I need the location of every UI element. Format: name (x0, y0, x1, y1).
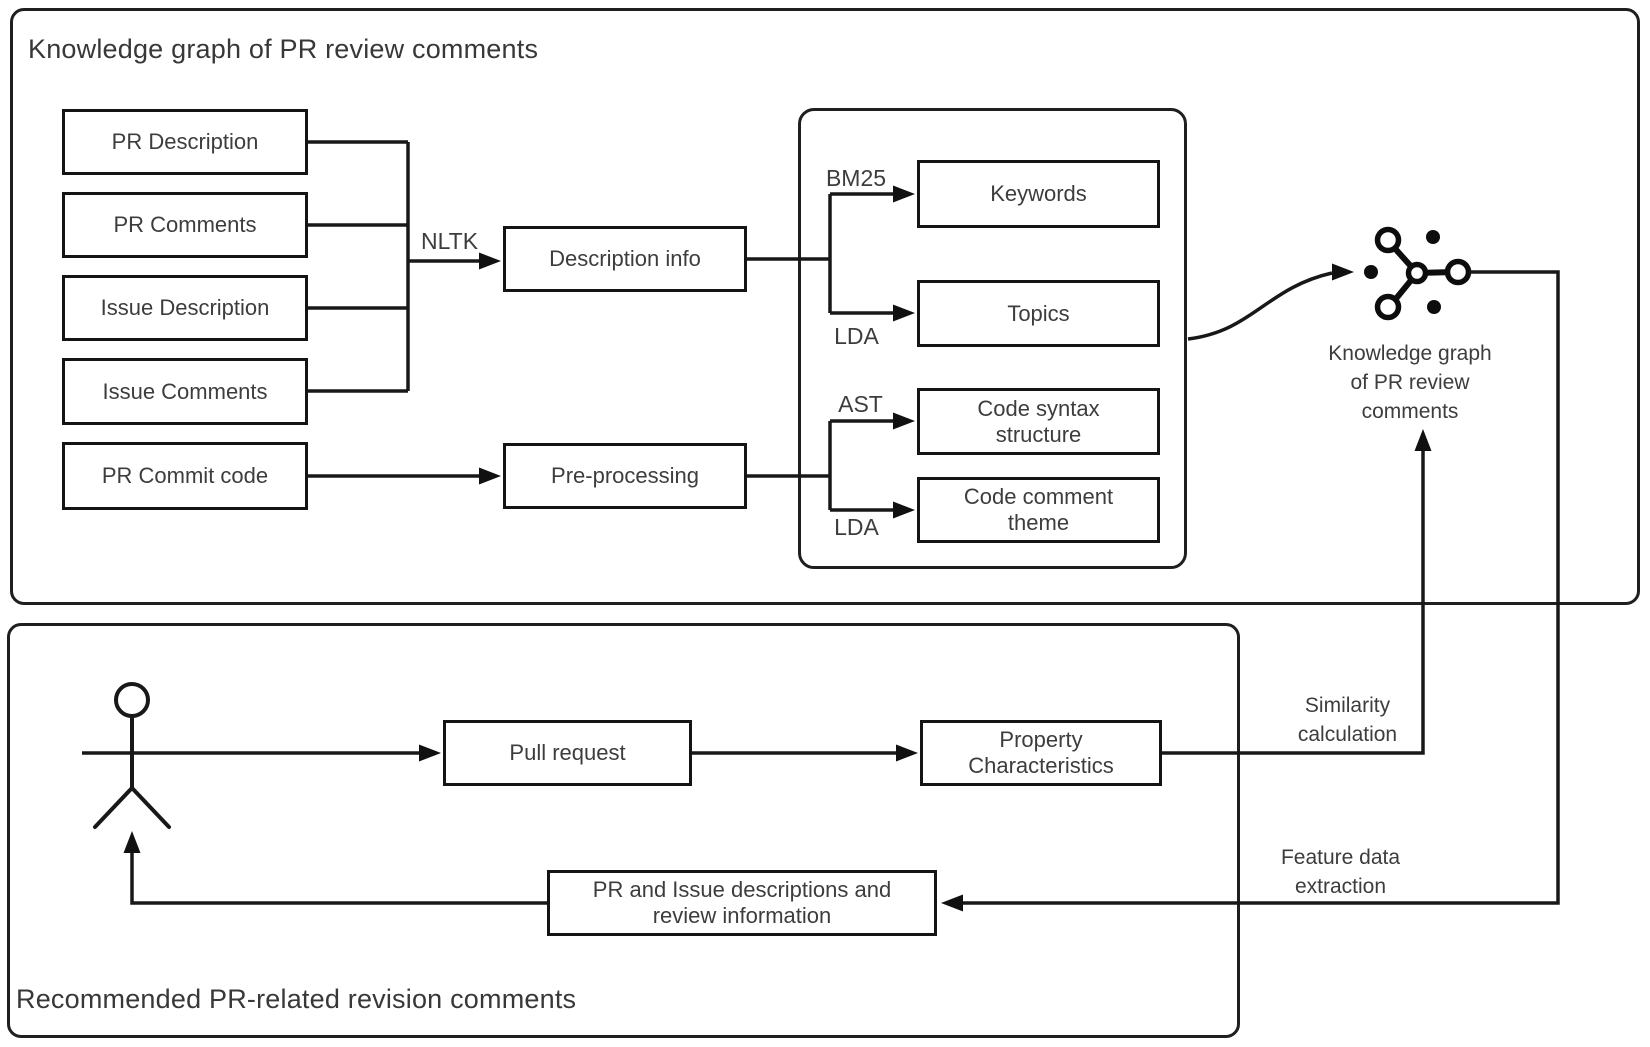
kg-node-bottom-left (1374, 293, 1402, 321)
box-property-line1: Property (999, 727, 1083, 753)
label-bm25: BM25 (825, 165, 887, 191)
box-description-info-label: Description info (549, 246, 701, 272)
feature-group-border (798, 108, 1187, 569)
box-property-line2: Characteristics (968, 753, 1114, 778)
kg-dot-top-right (1426, 230, 1440, 244)
box-keywords: Keywords (917, 160, 1160, 228)
label-lda-top: LDA (834, 323, 879, 349)
label-feature-line1: Feature data (1280, 846, 1401, 869)
box-keywords-label: Keywords (990, 181, 1087, 207)
top-panel-title: Knowledge graph of PR review comments (28, 34, 539, 64)
box-pre-processing-label: Pre-processing (551, 463, 699, 489)
stick-figure-icon (93, 682, 171, 829)
box-code-syntax-structure: Code syntax structure (917, 388, 1160, 455)
preprocessing-arrowhead (479, 467, 501, 485)
box-code-syntax-line1: Code syntax (977, 395, 1100, 421)
label-similarity-calculation: Similarity calculation (1260, 692, 1435, 750)
feature-extraction-line (963, 270, 1560, 905)
kg-curve-line (1187, 271, 1333, 341)
kg-caption-line3: comments (1361, 399, 1459, 423)
topics-arrowhead (893, 304, 915, 322)
box-code-comment-theme: Code comment theme (917, 477, 1160, 543)
box-pr-comments: PR Comments (62, 192, 308, 258)
box-pr-issue-line2: review information (652, 903, 832, 928)
box-pull-request: Pull request (443, 720, 692, 786)
kg-caption-line2: of PR review (1350, 370, 1470, 394)
box-pre-processing: Pre-processing (503, 443, 747, 509)
kg-caption: Knowledge graph of PR review comments (1285, 340, 1535, 427)
box-pr-comments-label: PR Comments (113, 212, 257, 238)
box-pr-description-label: PR Description (111, 129, 259, 155)
knowledge-graph-icon (1364, 226, 1472, 321)
top-panel-border (10, 8, 1640, 605)
kg-node-right (1444, 258, 1472, 286)
code-theme-arrowhead (893, 501, 915, 519)
return-arrowhead (123, 831, 141, 853)
bottom-panel-title: Recommended PR-related revision comments (16, 984, 577, 1014)
box-issue-description: Issue Description (62, 275, 308, 341)
label-similarity-line2: calculation (1297, 722, 1398, 746)
box-topics-label: Topics (1007, 300, 1070, 326)
box-code-syntax-line2: structure (995, 421, 1082, 447)
box-issue-description-label: Issue Description (100, 295, 270, 321)
return-line (130, 853, 547, 905)
label-feature-data-extraction: Feature data extraction (1253, 844, 1428, 902)
kg-node-center (1405, 261, 1429, 285)
box-issue-comments-label: Issue Comments (102, 378, 268, 404)
box-code-theme-line2: theme (1007, 510, 1070, 535)
box-pr-commit-code-label: PR Commit code (101, 463, 269, 489)
code-syntax-arrowhead (893, 412, 915, 430)
box-issue-comments: Issue Comments (62, 358, 308, 425)
box-code-theme-line1: Code comment (963, 484, 1114, 510)
box-description-info: Description info (503, 226, 747, 292)
box-pr-issue-descriptions: PR and Issue descriptions and review inf… (547, 870, 937, 936)
actor-head (114, 682, 150, 718)
kg-curve-arrowhead (1332, 263, 1354, 281)
label-nltk: NLTK (420, 228, 479, 254)
pull-request-arrowhead (419, 744, 441, 762)
box-property-characteristics: Property Characteristics (920, 720, 1162, 786)
actor-legs (93, 786, 171, 829)
kg-dot-bottom-right (1427, 300, 1441, 314)
label-ast: AST (838, 391, 883, 417)
similarity-arrowhead (1414, 429, 1432, 451)
bottom-panel-border (7, 623, 1240, 1038)
label-lda-bottom: LDA (834, 514, 879, 540)
source-bus-line (308, 140, 410, 393)
label-feature-line2: extraction (1294, 874, 1387, 898)
kg-node-top-left (1374, 226, 1402, 254)
box-pr-description: PR Description (62, 109, 308, 175)
property-arrowhead (896, 744, 918, 762)
nltk-arrowhead (479, 252, 501, 270)
similarity-line (1162, 451, 1425, 755)
kg-caption-line1: Knowledge graph (1328, 342, 1492, 365)
box-topics: Topics (917, 280, 1160, 347)
kg-dot-left (1364, 265, 1378, 279)
label-similarity-line1: Similarity (1304, 694, 1391, 717)
box-pr-commit-code: PR Commit code (62, 442, 308, 510)
feature-extraction-arrowhead (941, 894, 963, 912)
keywords-arrowhead (893, 185, 915, 203)
description-branch-line (747, 192, 893, 315)
box-pull-request-label: Pull request (509, 740, 626, 766)
preprocessing-branch-line (747, 419, 893, 512)
box-pr-issue-line1: PR and Issue descriptions and (592, 877, 892, 903)
